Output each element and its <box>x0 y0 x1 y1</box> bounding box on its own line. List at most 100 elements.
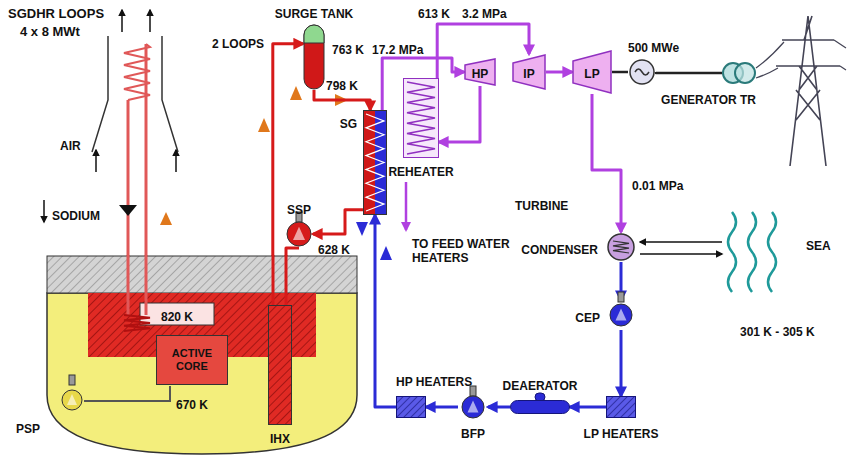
label-text: LP HEATERS <box>584 428 659 442</box>
text-slot: CONDENSER <box>521 240 598 258</box>
label-text: SODIUM <box>52 210 100 224</box>
pump-symbol: BFP <box>458 394 488 420</box>
pump-symbol: PSP <box>60 383 84 417</box>
text-slot: 628 K <box>318 240 350 258</box>
label-text: SGDHR LOOPS <box>8 7 104 22</box>
label-text: 613 K <box>418 8 450 22</box>
label-text: CONDENSER <box>521 244 598 258</box>
text-slot: SG <box>340 114 357 132</box>
heat-exchanger: IHX <box>268 305 292 425</box>
pump-symbol-outline <box>458 394 488 420</box>
label-text: 17.2 MPa <box>372 44 423 58</box>
label-text: 3.2 MPa <box>462 8 507 22</box>
pipe-connector <box>439 86 480 142</box>
turbine-stage: IP <box>512 54 546 90</box>
label-text: TURBINE <box>515 200 568 214</box>
pipe-connector <box>612 71 628 74</box>
feed-heater-outline <box>396 396 426 418</box>
label-text: IHX <box>270 433 290 447</box>
label-text: 670 K <box>176 399 208 413</box>
label-text: SURGE TANK <box>275 8 353 22</box>
pipe-connector <box>592 94 621 232</box>
pump-symbol: CEP <box>608 300 634 330</box>
text-slot: GENERATOR TR <box>661 90 756 108</box>
text-slot: SODIUM <box>52 206 100 224</box>
text-slot: HP <box>472 64 489 82</box>
label-text: 798 K <box>326 80 358 94</box>
text-slot: REHEATER <box>388 162 453 180</box>
generator: 500 MWe <box>628 58 656 86</box>
text-slot: 500 MWe <box>628 38 679 56</box>
label-text: 763 K <box>332 44 364 58</box>
text-slot: SGDHR LOOPS <box>8 4 104 22</box>
feed-heater: HP HEATERS <box>396 396 426 418</box>
label-text: SG <box>340 118 357 132</box>
deaerator-outline <box>510 400 570 414</box>
generator-outline <box>628 58 656 86</box>
label-text: SEA <box>806 240 831 254</box>
text-slot: 613 K <box>418 4 450 22</box>
text-slot: IP <box>523 64 534 82</box>
label-text: CEP <box>575 312 600 326</box>
pipe-connector <box>488 406 510 409</box>
text-slot: LP <box>584 64 599 82</box>
label-text: HP HEATERS <box>396 376 472 390</box>
surge-tank: SURGE TANK <box>303 24 325 90</box>
text-slot: BFP <box>461 424 485 442</box>
text-slot: HP HEATERS <box>396 372 472 390</box>
label-text: DEAERATOR <box>503 380 578 394</box>
pipe-connector <box>656 72 722 73</box>
pipe-connector <box>546 71 572 74</box>
pipe-connector <box>375 215 396 407</box>
reactor-core: ACTIVE CORE <box>156 335 228 385</box>
pump-symbol-outline <box>285 220 313 248</box>
pump-symbol-outline <box>60 383 84 417</box>
pipe-connector <box>313 210 363 234</box>
text-slot: 0.01 MPa <box>632 176 683 194</box>
heat-exchanger-outline <box>268 305 292 425</box>
feed-heater-outline <box>606 396 636 418</box>
label-text: HP <box>472 68 489 82</box>
label-text: GENERATOR TR <box>661 94 756 108</box>
label-text: IP <box>523 68 534 82</box>
pump-symbol: SSP <box>285 220 313 248</box>
text-slot: SURGE TANK <box>275 4 353 22</box>
label-text: 820 K <box>161 311 193 325</box>
label-text: TO FEED WATER HEATERS <box>412 238 524 266</box>
text-slot: 4 x 8 MWt <box>20 22 80 40</box>
text-slot: IHX <box>270 429 290 447</box>
condenser-outline <box>606 232 636 262</box>
feed-heater: LP HEATERS <box>606 396 636 418</box>
pipe-connector <box>570 406 606 409</box>
label-text: REHEATER <box>388 166 453 180</box>
text-slot: LP HEATERS <box>584 424 659 442</box>
reactor-vessel: 820 K 670 K ACTIVE CORE IHX PSP <box>46 255 358 455</box>
text-slot: SEA <box>806 236 831 254</box>
pump-symbol-outline <box>608 300 634 330</box>
text-slot: ACTIVE CORE <box>159 347 225 372</box>
text-slot: 798 K <box>326 76 358 94</box>
text-slot: TO FEED WATER HEATERS <box>412 238 524 266</box>
label-text: 4 x 8 MWt <box>20 25 80 40</box>
deaerator: DEAERATOR <box>510 400 570 414</box>
text-slot: AIR <box>60 136 81 154</box>
label-text: AIR <box>60 140 81 154</box>
text-slot: 763 K <box>332 40 364 58</box>
steam-generator: SG <box>363 110 387 215</box>
turbine-stage: HP <box>464 58 496 86</box>
label-text: 2 LOOPS <box>212 38 264 52</box>
label-text: 301 K - 305 K <box>740 326 815 340</box>
label-text: 628 K <box>318 244 350 258</box>
text-slot: 301 K - 305 K <box>740 322 815 340</box>
transformer: GENERATOR TR <box>722 60 756 86</box>
label-text: BFP <box>461 428 485 442</box>
text-slot: SSP <box>287 200 311 218</box>
pipe-connector <box>620 330 623 396</box>
condenser: CONDENSER <box>606 232 636 262</box>
text-slot: 670 K <box>176 395 208 413</box>
label-text: ACTIVE CORE <box>159 347 225 372</box>
text-slot: 17.2 MPa <box>372 40 423 58</box>
label-text: 500 MWe <box>628 42 679 56</box>
text-slot: TURBINE <box>515 196 568 214</box>
label-text: PSP <box>16 423 40 437</box>
